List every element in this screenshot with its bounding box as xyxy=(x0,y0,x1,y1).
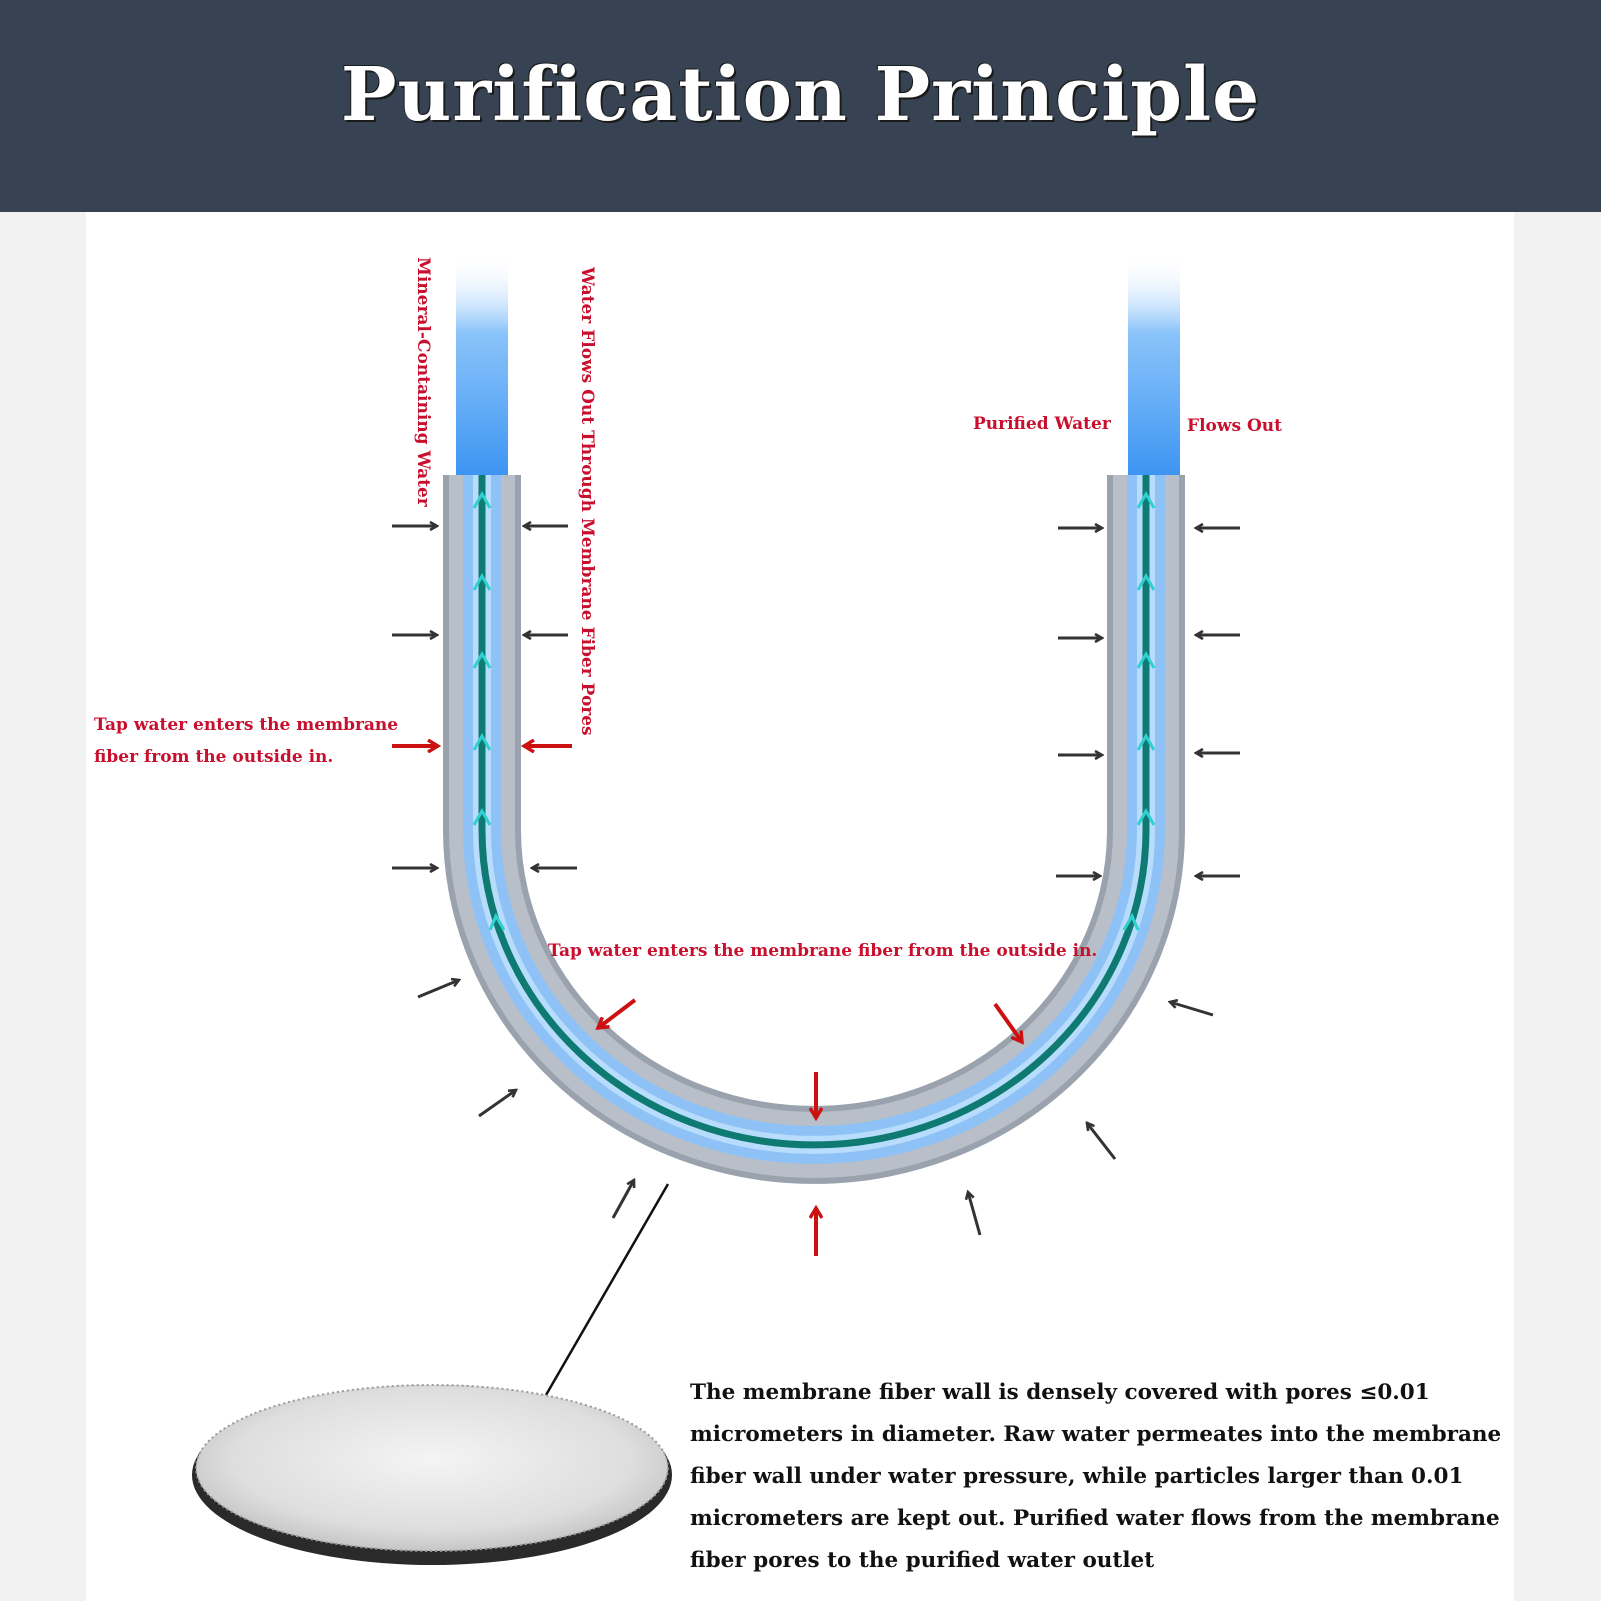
header-bar: Purification Principle xyxy=(0,0,1601,212)
u-shaped-membrane-fiber xyxy=(443,475,1185,1184)
label-purified-water: Purified Water xyxy=(973,414,1111,434)
membrane-pore-disc xyxy=(192,1384,672,1565)
label-tap-left-line2: fiber from the outside in. xyxy=(94,747,334,767)
internal-flow-arrows xyxy=(472,490,1156,931)
callout-line xyxy=(544,1183,670,1396)
inflow-arrows-red xyxy=(392,746,1022,1256)
label-flows-out: Flows Out xyxy=(1187,416,1283,436)
water-column-left xyxy=(456,255,508,475)
water-column-right xyxy=(1128,255,1180,475)
label-tap-center: Tap water enters the membrane fiber from… xyxy=(548,941,1098,961)
diagram-panel xyxy=(86,212,1514,1601)
label-flows-out-pores: Water Flows Out Through Membrane Fiber P… xyxy=(577,267,597,736)
label-mineral-water: Mineral-Containing Water xyxy=(413,257,433,507)
label-tap-left-line1: Tap water enters the membrane xyxy=(94,715,399,735)
page-title: Purification Principle xyxy=(340,52,1261,138)
description-text: The membrane fiber wall is densely cover… xyxy=(690,1380,1502,1573)
inflow-arrows-dark xyxy=(392,526,1240,1236)
